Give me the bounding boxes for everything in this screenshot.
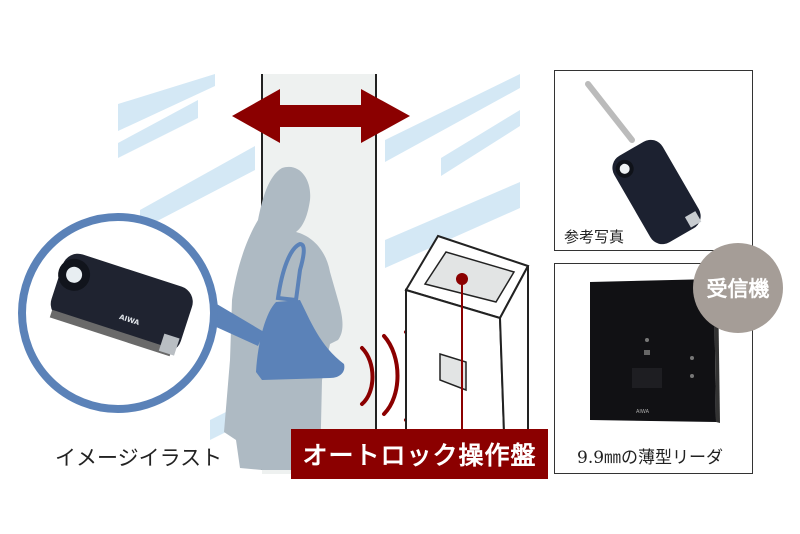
glass-stripes <box>118 74 520 440</box>
reference-photo-caption: 参考写真 <box>564 228 625 246</box>
key-fob-photo-icon <box>585 81 702 245</box>
receiver-badge: 受信機 <box>693 243 783 333</box>
autolock-panel-label: オートロック操作盤 <box>291 429 548 479</box>
double-arrow-icon <box>232 89 410 143</box>
illustration-caption: イメージイラスト <box>55 446 223 470</box>
callout-wedge <box>210 300 264 346</box>
receiver-frame <box>554 263 753 474</box>
handbag <box>256 241 345 380</box>
reference-photo-frame <box>554 70 753 251</box>
receiver-caption: 9.9㎜の薄型リーダ <box>577 448 724 468</box>
autolock-kiosk <box>404 234 530 433</box>
key-fob-closeup-icon: AIWA <box>49 253 193 357</box>
svg-text:AIWA: AIWA <box>636 409 650 415</box>
